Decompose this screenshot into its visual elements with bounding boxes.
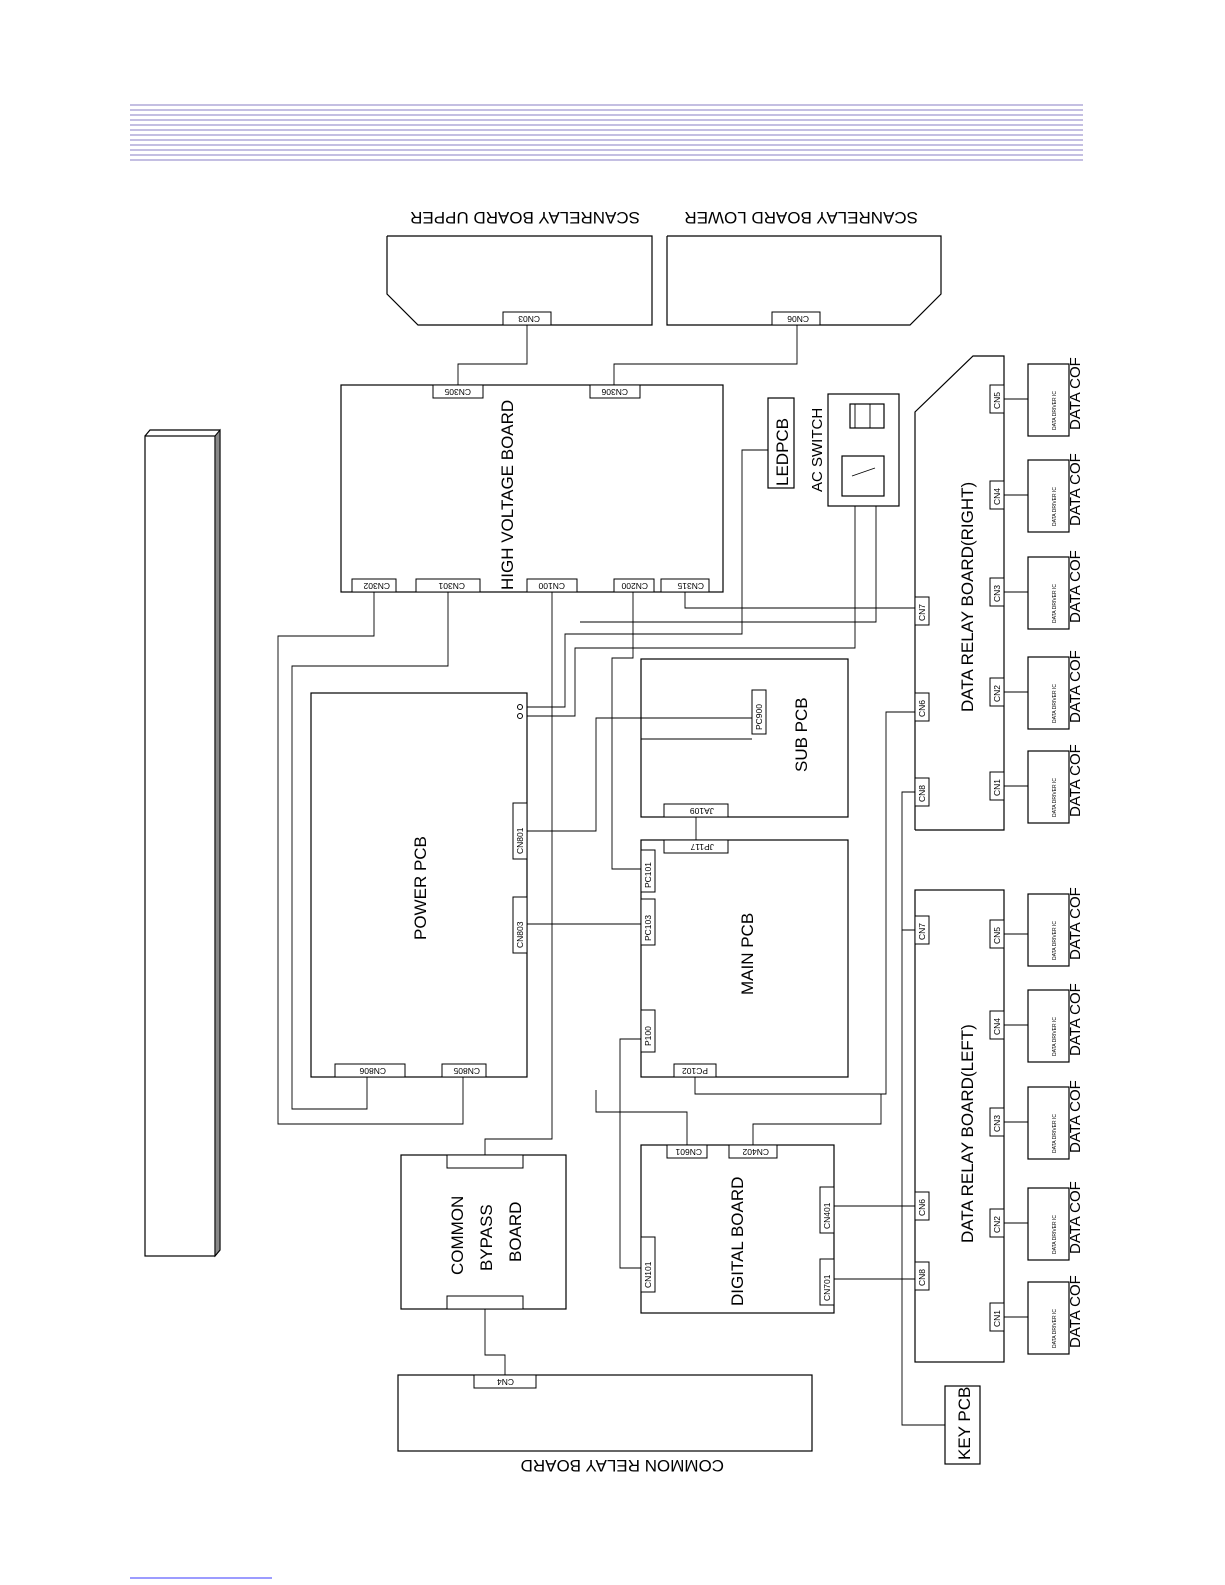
label-pc101: PC101 [643, 862, 653, 888]
data-cof-left: DATA DRIVER IC DATA COF DATA DRIVER IC D… [1004, 887, 1084, 1355]
label-label: DATA COF [1067, 357, 1084, 430]
scanrelay-upper-label: SCANRELAY BOARD UPPER [410, 208, 640, 227]
label-cn701: CN701 [822, 1274, 832, 1301]
label-cn03: CN03 [518, 314, 540, 324]
label-ja109: JA109 [690, 806, 714, 816]
label-p100: P100 [643, 1026, 653, 1046]
label-ic_label: DATA DRIVER IC [1052, 487, 1058, 526]
data-relay-board-right: DATA RELAY BOARD(RIGHT) CN7 CN6 CN8 CN5 … [914, 355, 1005, 831]
label-ic_label: DATA DRIVER IC [1052, 584, 1058, 623]
label-main_pcb: MAIN PCB [738, 913, 757, 995]
label-digital_board: DIGITAL BOARD [728, 1177, 747, 1306]
label-l_cn6: CN6 [917, 1199, 927, 1216]
label-common_relay: COMMON RELAY BOARD [521, 1456, 724, 1475]
high-voltage-label: HIGH VOLTAGE BOARD [498, 400, 517, 590]
label-cn301: CN301 [438, 581, 465, 591]
main-pcb: MAIN PCB JP117 PC101 PC103 P100 PC102 [640, 839, 849, 1078]
digital-board: DIGITAL BOARD CN601 CN402 CN401 CN701 CN… [640, 1144, 835, 1314]
scanrelay-board-upper: SCANRELAY BOARD UPPER CN03 [386, 208, 653, 326]
label-label: DATA COF [1067, 1275, 1084, 1348]
common-relay-board: CN4 COMMON RELAY BOARD [397, 1374, 813, 1475]
label-cn803: CN803 [515, 921, 525, 948]
label-cn401: CN401 [822, 1202, 832, 1229]
sub-pcb: SUB PCB PC900 JA109 [640, 658, 849, 818]
label-ic_label: DATA DRIVER IC [1052, 1215, 1058, 1254]
label-pc103: PC103 [643, 915, 653, 941]
label-cn305: CN305 [444, 387, 471, 397]
label-ic_label: DATA DRIVER IC [1052, 778, 1058, 817]
label-ic_label: DATA DRIVER IC [1052, 1309, 1058, 1348]
label-ic_label: DATA DRIVER IC [1052, 391, 1058, 430]
label-key_pcb: KEY PCB [955, 1387, 974, 1460]
label-ic_label: DATA DRIVER IC [1052, 1017, 1058, 1056]
label-power_pcb: POWER PCB [411, 836, 430, 940]
label-label: DATA COF [1067, 744, 1084, 817]
data-cof-right: DATA DRIVER IC DATA COF DATA DRIVER IC D… [1004, 357, 1084, 824]
label-r_cn7: CN7 [917, 604, 927, 621]
label-cn100: CN100 [538, 581, 565, 591]
label-ac_switch: AC SWITCH [809, 408, 826, 492]
label-r_cn3: CN3 [992, 585, 1002, 602]
label-r_cn5: CN5 [992, 392, 1002, 409]
connector-cn06 [771, 311, 821, 326]
ac-switch: AC SWITCH [809, 393, 900, 507]
label-cn315: CN315 [677, 581, 704, 591]
label-label: DATA COF [1067, 1080, 1084, 1153]
label-common_bypass_1: COMMON [448, 1196, 467, 1275]
label-l_cn5: CN5 [992, 927, 1002, 944]
label-sub_pcb: SUB PCB [792, 697, 811, 772]
label-ic_label: DATA DRIVER IC [1052, 684, 1058, 723]
label-cn101: CN101 [643, 1261, 653, 1288]
header-rule [130, 104, 1083, 161]
label-label: DATA COF [1067, 650, 1084, 723]
scanrelay-lower-label: SCANRELAY BOARD LOWER [684, 208, 918, 227]
high-voltage-board: HIGH VOLTAGE BOARD CN305 CN306 CN302 CN3… [340, 384, 724, 593]
label-label: DATA COF [1067, 983, 1084, 1056]
label-cn06: CN06 [787, 314, 809, 324]
label-r_cn6: CN6 [917, 700, 927, 717]
led-pcb: LEDPCB [767, 397, 795, 489]
label-cn806: CN806 [359, 1066, 386, 1076]
label-data_relay_left: DATA RELAY BOARD(LEFT) [958, 1024, 977, 1243]
label-l_cn4: CN4 [992, 1018, 1002, 1035]
scanrelay-board-lower: SCANRELAY BOARD LOWER CN06 [666, 208, 942, 326]
label-l_cn1: CN1 [992, 1310, 1002, 1327]
label-cn402: CN402 [742, 1147, 769, 1157]
label-label: DATA COF [1067, 453, 1084, 526]
label-r_cn4: CN4 [992, 488, 1002, 505]
power-pcb: POWER PCB CN801 CN803 CN806 CN805 [310, 692, 528, 1078]
label-r_cn2: CN2 [992, 685, 1002, 702]
label-ic_label: DATA DRIVER IC [1052, 1114, 1058, 1153]
label-cn601: CN601 [675, 1147, 702, 1157]
label-r_cn1: CN1 [992, 779, 1002, 796]
label-l_cn3: CN3 [992, 1115, 1002, 1132]
label-label: DATA COF [1067, 550, 1084, 623]
data-relay-board-left: DATA RELAY BOARD(LEFT) CN7 CN6 CN8 CN5 C… [914, 889, 1005, 1363]
label-r_cn8: CN8 [917, 785, 927, 802]
label-l_cn7: CN7 [917, 923, 927, 940]
label-cn4: CN4 [497, 1377, 514, 1387]
label-l_cn2: CN2 [992, 1216, 1002, 1233]
label-ic_label: DATA DRIVER IC [1052, 921, 1058, 960]
label-label: DATA COF [1067, 887, 1084, 960]
label-pc900: PC900 [754, 704, 764, 730]
label-jp117: JP117 [690, 842, 714, 852]
label-data_relay_right: DATA RELAY BOARD(RIGHT) [958, 482, 977, 712]
label-common_bypass_3: BOARD [506, 1202, 525, 1262]
label-pc102: PC102 [682, 1066, 708, 1076]
label-cn302: CN302 [363, 581, 390, 591]
label-cn801: CN801 [515, 827, 525, 854]
label-label: DATA COF [1067, 1181, 1084, 1254]
label-cn200: CN200 [621, 581, 648, 591]
key-pcb: KEY PCB [944, 1385, 981, 1465]
label-common_bypass_2: BYPASS [477, 1204, 496, 1271]
wiring [277, 325, 945, 1426]
label-led_pcb: LEDPCB [773, 418, 792, 486]
display-panel [144, 428, 221, 1258]
label-l_cn8: CN8 [917, 1269, 927, 1286]
label-cn805: CN805 [453, 1066, 480, 1076]
label-cn306: CN306 [601, 387, 628, 397]
common-bypass-board: COMMON BYPASS BOARD [400, 1154, 567, 1310]
